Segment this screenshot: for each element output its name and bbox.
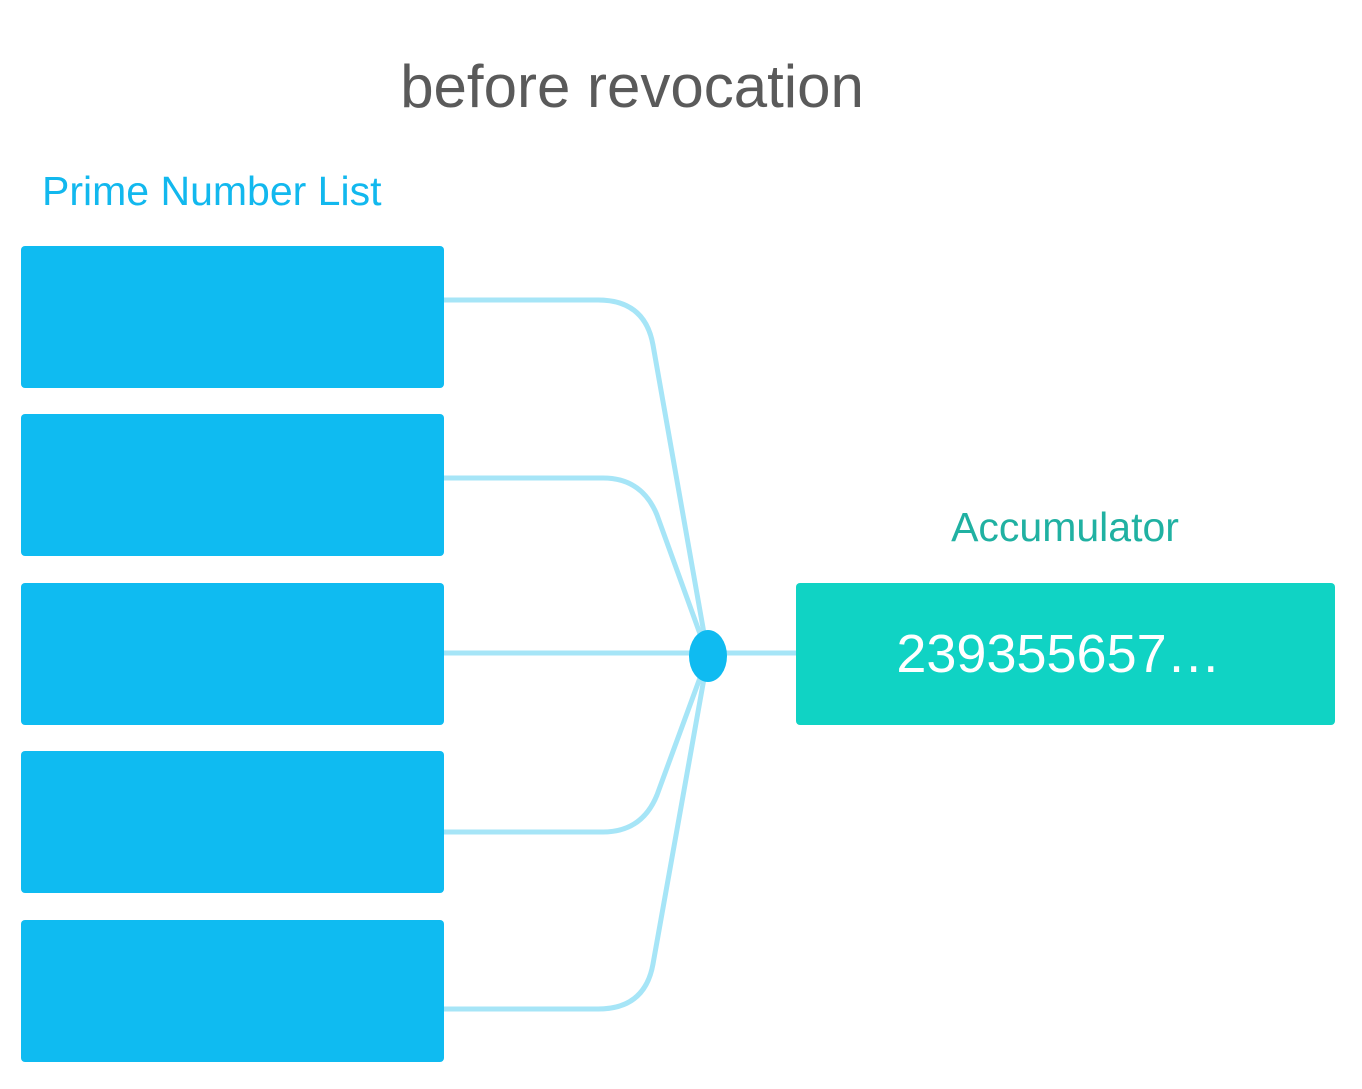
diagram-title: before revocation: [400, 53, 864, 120]
connector-line-5: [441, 653, 711, 1012]
prime-box-3: [21, 583, 444, 725]
prime-box-1: [21, 246, 444, 388]
connector-line-1: [441, 297, 711, 659]
prime-box-4: [21, 751, 444, 893]
accumulator-box: 239355657…: [796, 583, 1335, 725]
prime-box-5: [21, 920, 444, 1062]
accumulator-value: 239355657…: [896, 624, 1221, 684]
connector-line-2: [441, 475, 711, 659]
connector-line-4: [441, 653, 711, 835]
prime-box-2: [21, 414, 444, 556]
accumulator-label: Accumulator: [951, 504, 1179, 550]
prime-list-label: Prime Number List: [42, 168, 382, 214]
junction-node: [689, 630, 727, 682]
